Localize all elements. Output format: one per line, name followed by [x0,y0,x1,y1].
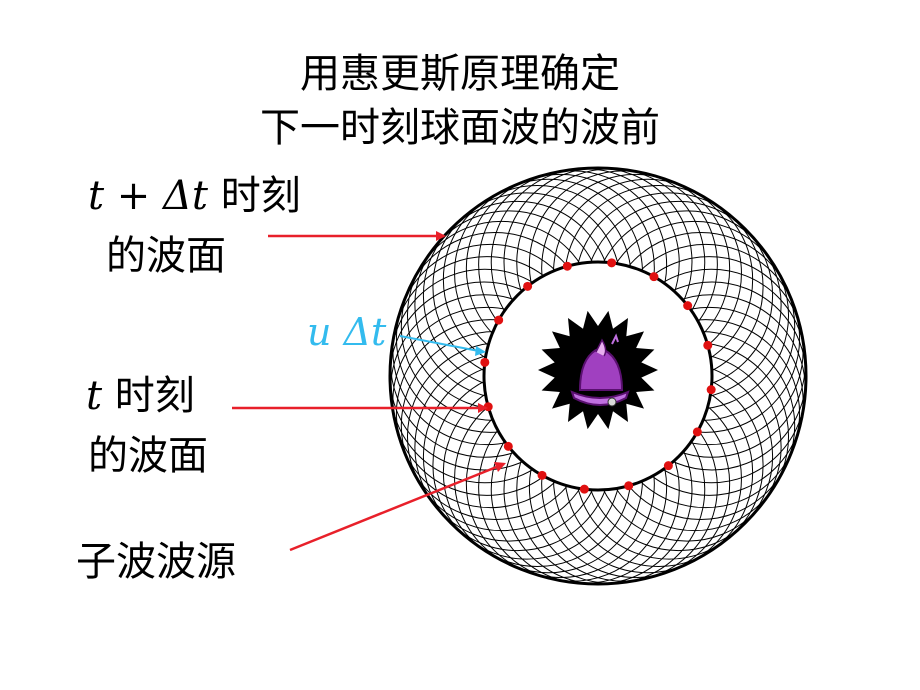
title-line-2: 下一时刻球面波的波前 [260,105,660,151]
next-time-label: t + Δt 时刻 [88,172,301,220]
u-delta-t-dt: Δt [331,310,387,354]
wavelet-sources-label: 子波波源 [76,539,236,585]
wavelet-source-dot [683,301,693,311]
next-time-delta-t: Δt [163,173,208,219]
u-delta-t-pointer-arrowhead [475,346,486,356]
next-time-suffix: 时刻 [208,173,301,219]
wavelet-source-dot [523,281,533,291]
sources-pointer [289,462,505,552]
next-wavefront-label: 的波面 [106,233,226,279]
wavelet-source-dot [607,258,617,268]
next-time-plus: + [104,173,164,219]
wavelet-source-dot [503,441,513,451]
center-source [538,310,658,430]
next-front-pointer-arrowhead [436,231,446,241]
sources-pointer-arrowhead [494,462,506,472]
wavelet-source-dot [692,427,702,437]
wavelet-source-dot [624,481,634,491]
wavelet-source-dot [480,357,490,367]
next-time-t: t [88,173,105,219]
u-delta-t-label: u Δt [307,308,386,356]
wavelet-source-dot [703,340,713,350]
pointer-lines [232,231,506,552]
current-front-pointer-arrowhead [478,403,488,413]
wavelet-source-dot [649,272,659,282]
u-delta-t-pointer [399,335,485,353]
u-delta-t-u: u [307,310,332,354]
wavelet-source-dot [579,484,589,494]
title-line-1: 用惠更斯原理确定 [300,51,620,97]
bell-icon [570,333,630,407]
wavelet-source-dot [562,261,572,271]
wavelet-source-dot [706,385,716,395]
current-wavefront-label: 的波面 [88,433,208,479]
next-wavefront-circle [388,166,808,586]
current-time-label: t 时刻 [86,372,195,420]
wavelet-source-dot [537,470,547,480]
current-time-t: t [86,373,103,419]
current-time-suffix: 时刻 [102,373,195,419]
wavelet-source-dot [494,315,504,325]
wavelet-source-dot [663,461,673,471]
